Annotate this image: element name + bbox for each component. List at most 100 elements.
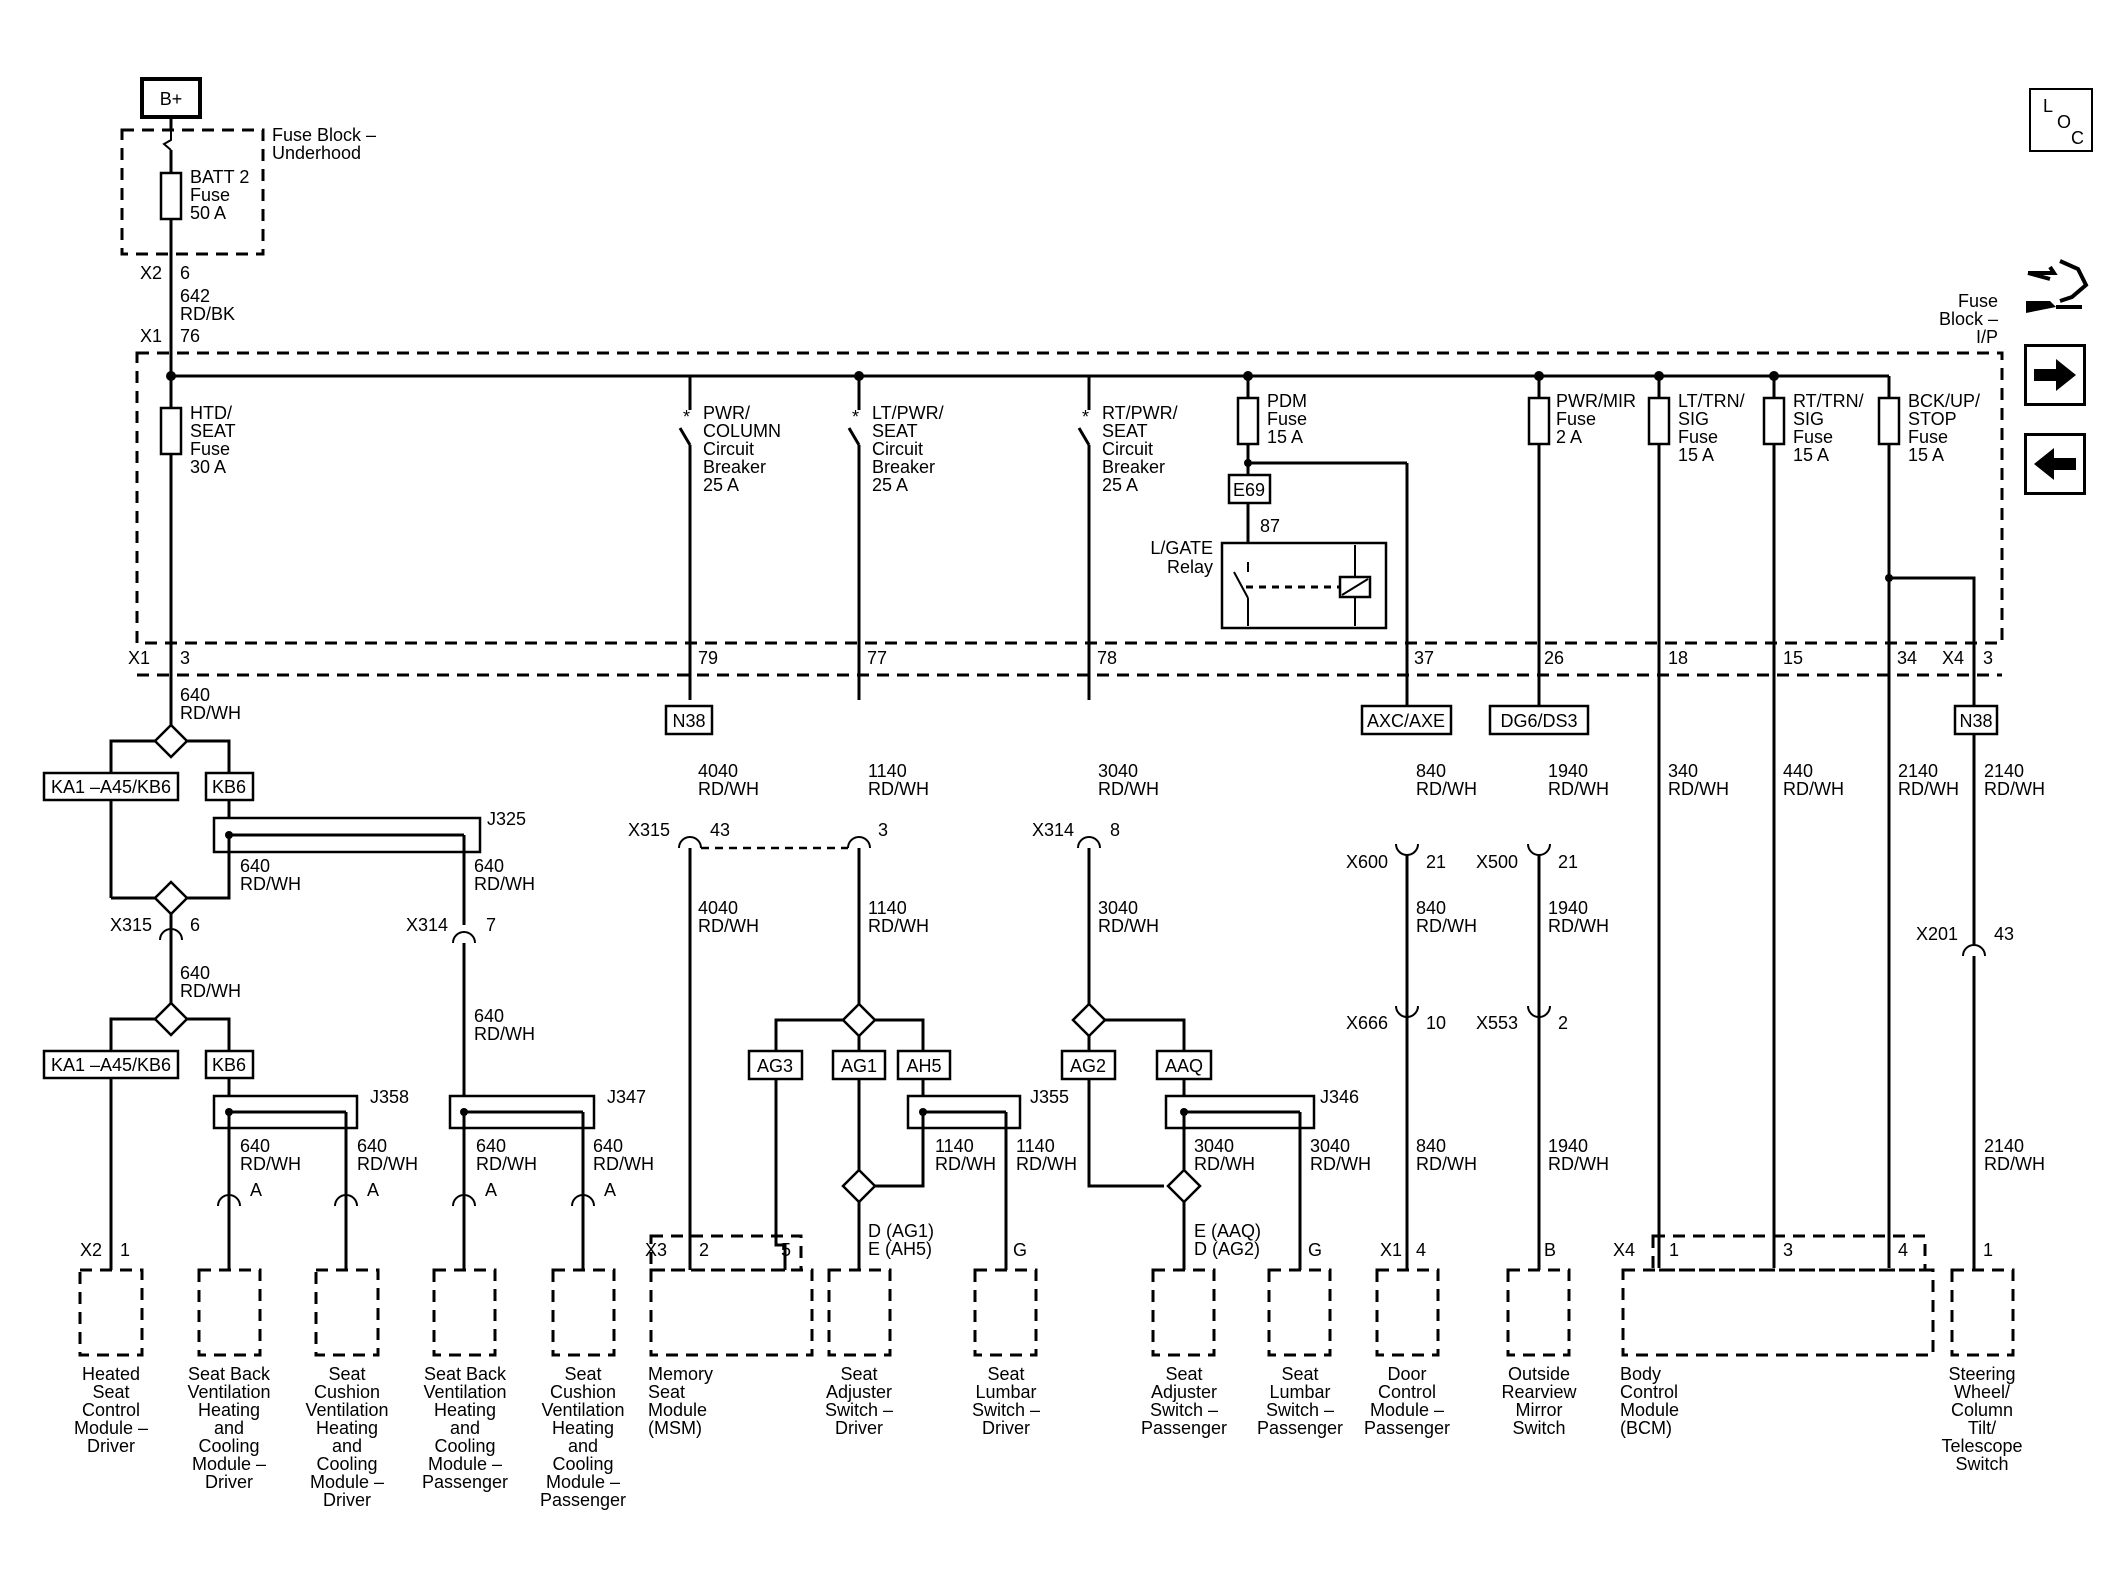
w340-col: RD/WH <box>1668 779 1729 799</box>
j355-to-diamond-wire <box>875 1112 925 1188</box>
svg-text:Ventilation: Ventilation <box>423 1382 506 1402</box>
pin-a-4: A <box>604 1180 616 1200</box>
x315a-name: X315 <box>110 915 152 935</box>
rt-trn-sig-fuse-symbol <box>1762 396 1786 446</box>
x1-pin-3: 3 <box>180 648 190 668</box>
batt2-fuse-label-2: Fuse <box>190 185 230 205</box>
ag3-to-msm-wire <box>774 1079 787 1270</box>
x314-connector-symbol-a <box>452 931 476 944</box>
x1-connector-top-label: X1 <box>140 326 162 346</box>
pin-a-1: A <box>250 1180 262 1200</box>
x2-connector-label: X2 <box>140 263 162 283</box>
svg-text:Module –: Module – <box>428 1454 502 1474</box>
x1-row-label: X1 <box>128 648 150 668</box>
x1-pin-77: 77 <box>867 648 887 668</box>
svg-text:Ventilation: Ventilation <box>187 1382 270 1402</box>
option-diamond-lt <box>841 1002 877 1038</box>
axc-axe-option-box <box>1360 704 1453 736</box>
svg-text:Seat: Seat <box>648 1382 685 1402</box>
svg-text:Lumbar: Lumbar <box>1269 1382 1330 1402</box>
svg-text:Seat: Seat <box>1281 1364 1318 1384</box>
svg-text:Cooling: Cooling <box>434 1436 495 1456</box>
svg-text:Telescope: Telescope <box>1941 1436 2022 1456</box>
previous-page-button[interactable] <box>2024 433 2086 495</box>
w1140b-col: RD/WH <box>868 916 929 936</box>
svg-text:Tilt/: Tilt/ <box>1968 1418 1996 1438</box>
j355-label: J355 <box>1030 1087 1069 1107</box>
x2-module-connector: X2 <box>80 1240 102 1260</box>
location-view-button[interactable]: L O C <box>2029 88 2093 152</box>
w2140a-num: 2140 <box>1898 761 1938 781</box>
x553-pin: 2 <box>1558 1013 1568 1033</box>
fuse-block-icon[interactable] <box>2020 255 2090 335</box>
ag3-label: AG3 <box>757 1056 793 1076</box>
option-diamond-3 <box>153 1001 189 1037</box>
option-branch-rt <box>1087 1018 1186 1051</box>
x3-pin-2: 2 <box>699 1240 709 1260</box>
j325-label: J325 <box>487 809 526 829</box>
ka1-label-2: KA1 –A45/KB6 <box>51 1055 171 1075</box>
option-branch-1 <box>109 739 231 773</box>
w1940a-num: 1940 <box>1548 761 1588 781</box>
lttrn-label-4: 15 A <box>1678 445 1714 465</box>
battery-positive-label: B+ <box>160 89 183 109</box>
svg-text:Cooling: Cooling <box>198 1436 259 1456</box>
w1940c-num: 1940 <box>1548 1136 1588 1156</box>
svg-text:Seat: Seat <box>987 1364 1024 1384</box>
htd-label-4: 30 A <box>190 457 226 477</box>
svg-text:Steering: Steering <box>1948 1364 2015 1384</box>
rt-pwr-seat-breaker-symbol: * <box>1077 376 1091 700</box>
svg-text:Door: Door <box>1387 1364 1426 1384</box>
ip-block-label-1: Fuse <box>1958 291 1998 311</box>
e69-label: E69 <box>1233 480 1265 500</box>
x666-pin: 10 <box>1426 1013 1446 1033</box>
option-branch-lt <box>774 1018 925 1051</box>
x314a-pin: 7 <box>486 915 496 935</box>
rttrn-label-1: RT/TRN/ <box>1793 391 1864 411</box>
w3040b-col: RD/WH <box>1098 916 1159 936</box>
sasp-pin-2: D (AG2) <box>1194 1239 1260 1259</box>
svg-text:Driver: Driver <box>835 1418 883 1438</box>
x500-connector-symbol <box>1527 843 1551 856</box>
w840b-num: 840 <box>1416 898 1446 918</box>
pwrcol-label-3: Circuit <box>703 439 754 459</box>
x314a-name: X314 <box>406 915 448 935</box>
rttrn-label-4: 15 A <box>1793 445 1829 465</box>
w1140a-num: 1140 <box>868 761 907 781</box>
svg-text:Memory: Memory <box>648 1364 713 1384</box>
svg-text:*: * <box>852 407 859 427</box>
w640i-num: 640 <box>593 1136 623 1156</box>
kb6-label-1: KB6 <box>212 777 246 797</box>
svg-text:Switch –: Switch – <box>1266 1400 1334 1420</box>
x4-pin-4: 4 <box>1898 1240 1908 1260</box>
x553-connector-symbol <box>1527 1005 1551 1018</box>
w1140d-num: 1140 <box>1016 1136 1055 1156</box>
x1-pin-76-label: 76 <box>180 326 200 346</box>
svg-text:Seat: Seat <box>1165 1364 1202 1384</box>
sasd-pin-2: E (AH5) <box>868 1239 932 1259</box>
x201-pin: 43 <box>1994 924 2014 944</box>
x4-pin-3: 3 <box>1983 648 1993 668</box>
kb6-option-box-2 <box>204 1049 255 1080</box>
lttrn-label-1: LT/TRN/ <box>1678 391 1745 411</box>
x1-pin-26: 26 <box>1544 648 1564 668</box>
svg-text:(BCM): (BCM) <box>1620 1418 1672 1438</box>
svg-text:Switch –: Switch – <box>825 1400 893 1420</box>
x1-module-pin-4: 4 <box>1416 1240 1426 1260</box>
w640g-col: RD/WH <box>357 1154 418 1174</box>
lttrn-label-2: SIG <box>1678 409 1709 429</box>
x315b-name: X315 <box>628 820 670 840</box>
sasp-pin-1: E (AAQ) <box>1194 1221 1261 1241</box>
svg-text:Seat Back: Seat Back <box>424 1364 507 1384</box>
svg-text:Seat: Seat <box>564 1364 601 1384</box>
w2140c-col: RD/WH <box>1984 1154 2045 1174</box>
svg-text:Driver: Driver <box>205 1472 253 1492</box>
w1940c-col: RD/WH <box>1548 1154 1609 1174</box>
next-page-button[interactable] <box>2024 344 2086 406</box>
svg-text:Module –: Module – <box>192 1454 266 1474</box>
